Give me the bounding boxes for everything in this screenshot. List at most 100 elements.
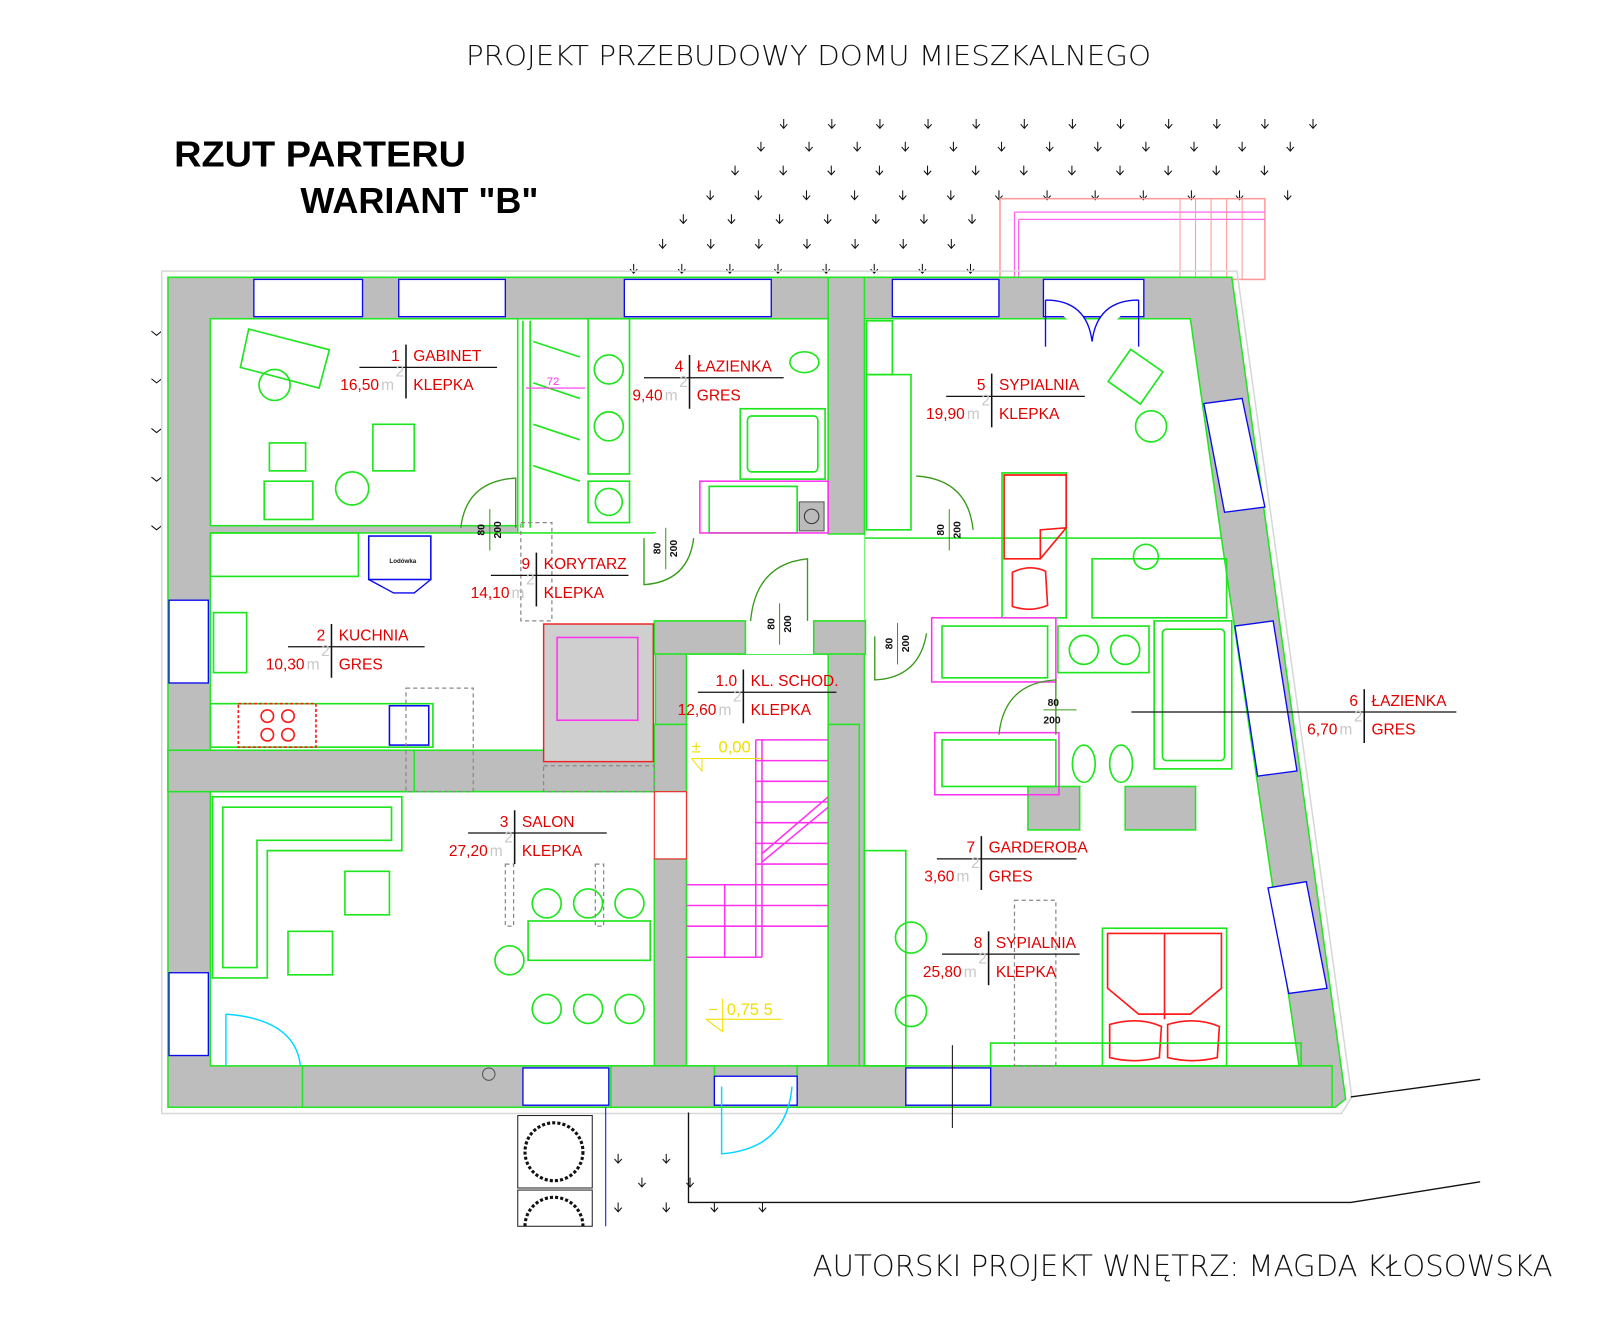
grass-mark: [710, 1202, 719, 1213]
balcony: [999, 197, 1266, 281]
window[interactable]: [1234, 620, 1298, 777]
vanity: [587, 317, 631, 475]
room-number: 2: [317, 628, 326, 645]
wardrobe: [941, 625, 1049, 679]
level-mark-0: ± 0,00: [691, 737, 761, 773]
room-number: 5: [977, 377, 986, 394]
corner-sofa: [211, 795, 403, 979]
room-name: SALON: [522, 814, 575, 831]
area-unit: m: [957, 869, 970, 886]
shelving: [522, 320, 581, 528]
window[interactable]: [1267, 880, 1328, 995]
window[interactable]: [398, 278, 507, 318]
grass-mark: [679, 214, 688, 225]
grass-mark: [1019, 165, 1028, 176]
grass-mark: [779, 165, 788, 176]
grass-mark: [851, 239, 860, 250]
author-credit: AUTORSKI PROJEKT WNĘTRZ: MAGDA KŁOSOWSKA: [813, 1249, 1553, 1283]
grass-mark: [972, 119, 981, 130]
room-floor-finish: KLEPKA: [544, 585, 605, 602]
area-unit-exponent: 2: [1354, 708, 1363, 725]
grass-mark: [658, 239, 667, 250]
grass-mark: [637, 1177, 646, 1188]
grass-mark: [875, 165, 884, 176]
desk: [1091, 557, 1228, 619]
window[interactable]: [253, 278, 364, 318]
grass-mark: [1020, 119, 1029, 130]
level-sign: −: [708, 1000, 718, 1019]
windows[interactable]: [168, 278, 1328, 1155]
window[interactable]: [522, 1067, 610, 1106]
door-width: 80: [884, 638, 895, 650]
grass-mark: [1283, 190, 1292, 201]
toilet: [789, 351, 820, 374]
window[interactable]: [168, 972, 210, 1057]
room-area: 12,60: [678, 702, 717, 719]
room-number: 4: [675, 359, 684, 376]
window[interactable]: [168, 599, 210, 684]
grass-mark: [1189, 141, 1199, 152]
level-value: 0,00: [719, 737, 751, 756]
room-name: SYPIALNIA: [999, 377, 1080, 394]
room-floor-finish: GRES: [697, 387, 741, 404]
room-salon: [209, 790, 657, 1067]
drain: [482, 1067, 496, 1081]
room-name: ŁAZIENKA: [697, 359, 773, 376]
grass-mark: [853, 141, 862, 152]
double-sink: [1057, 625, 1150, 674]
grass-mark: [151, 476, 163, 482]
door-width: 80: [1048, 698, 1060, 709]
entrance-door[interactable]: [713, 1075, 798, 1106]
door-width: 80: [766, 618, 777, 630]
room-floor-finish: KLEPKA: [999, 406, 1060, 423]
room-number: 1: [391, 348, 400, 365]
room-area: 3,60: [924, 869, 955, 886]
plan-title: RZUT PARTERU: [174, 134, 466, 175]
room-area: 14,10: [471, 585, 510, 602]
toilet: [1071, 744, 1097, 784]
window[interactable]: [905, 1067, 992, 1106]
pouf: [287, 930, 334, 976]
project-title: PROJEKT PRZEBUDOWY DOMU MIESZKALNEGO: [466, 39, 1151, 72]
area-unit: m: [381, 377, 394, 394]
area-unit: m: [964, 964, 977, 981]
grass-mark: [997, 141, 1006, 152]
window[interactable]: [891, 278, 1000, 318]
grass-mark: [731, 165, 740, 176]
dining-table: [527, 920, 652, 962]
room-floor-finish: KLEPKA: [996, 964, 1057, 981]
level-sign: ±: [692, 737, 701, 756]
grass-mark: [823, 214, 832, 225]
grass-mark: [758, 1202, 767, 1213]
level-value: 0,75 5: [727, 1000, 773, 1019]
grass-mark: [850, 190, 859, 201]
grass-mark: [686, 1177, 695, 1188]
window[interactable]: [1203, 397, 1266, 513]
grass-mark: [1212, 165, 1221, 176]
room-gabinet: [209, 317, 519, 527]
grass-mark: [901, 141, 910, 152]
window[interactable]: [623, 278, 772, 318]
area-unit: m: [719, 702, 732, 719]
grass-mark: [1164, 119, 1173, 130]
area-unit: m: [512, 585, 525, 602]
area-unit-exponent: 2: [971, 855, 980, 872]
desk: [239, 328, 331, 390]
room-name: KUCHNIA: [339, 628, 409, 645]
area-unit-exponent: 2: [679, 374, 688, 391]
grass-mark: [1164, 165, 1173, 176]
room-floor-finish: KLEPKA: [413, 377, 474, 394]
door-height: 200: [953, 521, 964, 538]
room-name: SYPIALNIA: [996, 935, 1077, 952]
tree-icon: [517, 1189, 593, 1227]
wardrobe: [941, 739, 1057, 788]
grass-mark: [1116, 119, 1125, 130]
